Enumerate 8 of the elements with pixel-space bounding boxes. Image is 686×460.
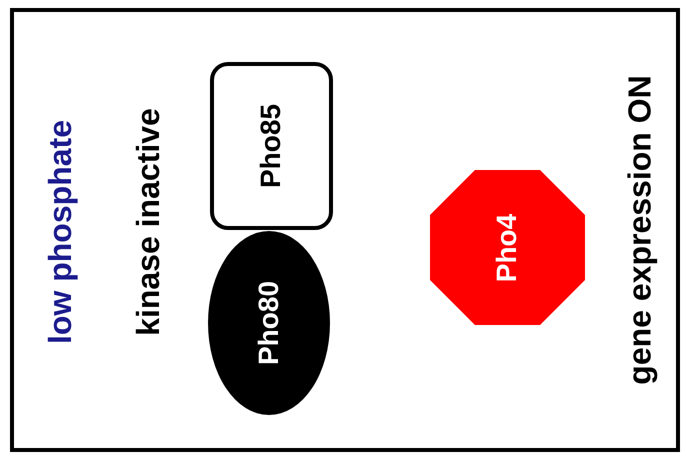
state-label: kinase inactive	[129, 108, 167, 336]
protein-name: Pho85	[254, 104, 288, 188]
protein-box	[210, 62, 333, 230]
condition-label: low phosphate	[41, 120, 79, 344]
protein-name: Pho80	[252, 280, 285, 366]
outcome-label: gene expression ON	[621, 75, 659, 385]
protein-octagon	[430, 170, 585, 325]
protein-name: Pho4	[490, 213, 524, 282]
